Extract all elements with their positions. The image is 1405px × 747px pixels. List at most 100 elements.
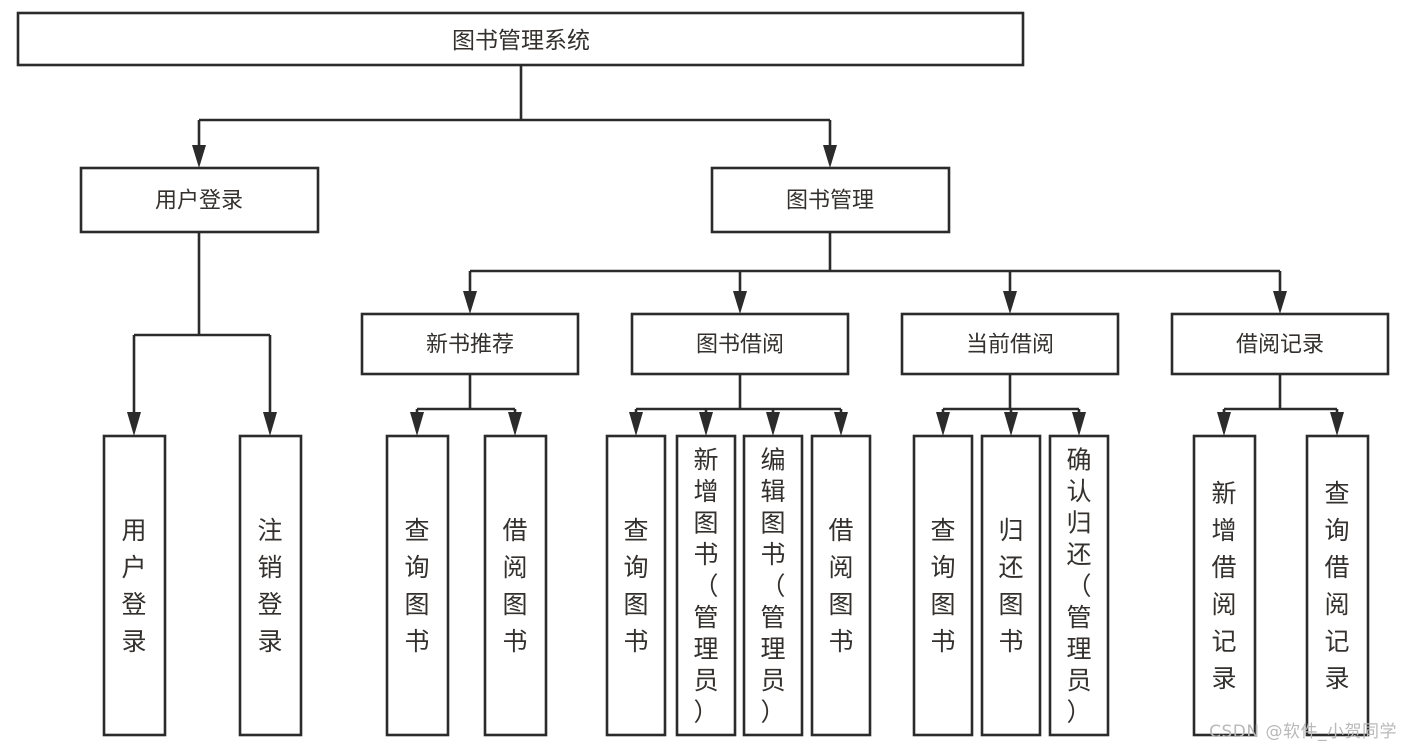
leaf-node-bb-borrow-book-box[interactable]: [810, 434, 872, 737]
leaf-label-char: 注: [257, 516, 282, 545]
leaf-label-char: ）: [760, 698, 785, 727]
leaf-label-char: 查: [930, 516, 955, 545]
leaf-label-char: 借: [1211, 553, 1236, 582]
leaf-node-nb-borrow-book-box[interactable]: [483, 434, 548, 737]
arrow-head-book-borrow: [733, 291, 747, 314]
node-root-system-box[interactable]: [16, 11, 1025, 67]
leaf-label-char: 图: [998, 590, 1023, 619]
node-current-borrow-box[interactable]: [900, 312, 1120, 376]
node-book-manage[interactable]: 图书管理: [710, 166, 951, 234]
leaf-node-cb-query-book-box[interactable]: [912, 434, 974, 737]
leaf-label-char: 员: [1066, 666, 1091, 695]
leaf-label-char: 登: [121, 590, 146, 619]
leaf-label-char: 管: [760, 603, 785, 632]
leaf-label-char: 图: [623, 590, 648, 619]
node-new-book-recommend-box[interactable]: [360, 312, 580, 376]
node-new-book-recommend[interactable]: 新书推荐: [360, 312, 580, 376]
leaf-label-char: 书: [930, 627, 955, 656]
leaf-label-char: 新: [1211, 479, 1236, 508]
leaf-label-char: 图: [828, 590, 853, 619]
leaf-label-char: 户: [121, 553, 146, 582]
connector-layer: [127, 65, 1344, 436]
leaf-label-char: 认: [1066, 477, 1091, 506]
leaf-node-user-login-box[interactable]: [102, 434, 167, 737]
node-book-manage-box[interactable]: [710, 166, 951, 234]
arrow-head-bb-leaf-2: [699, 412, 713, 436]
leaf-node-nb-query-book-box[interactable]: [385, 434, 450, 737]
leaf-label-char: 查: [404, 516, 429, 545]
node-book-borrow[interactable]: 图书借阅: [630, 312, 850, 376]
node-borrow-record-box[interactable]: [1170, 312, 1390, 376]
leaf-label-char: 书: [502, 627, 527, 656]
arrow-head-user-login: [192, 145, 206, 168]
node-book-borrow-box[interactable]: [630, 312, 850, 376]
leaf-label-char: ）: [693, 698, 718, 727]
arrow-head-nb-leaf-1: [410, 412, 424, 436]
leaf-label-char: 还: [998, 553, 1023, 582]
leaf-node-br-add-record-box[interactable]: [1192, 434, 1257, 737]
node-borrow-record[interactable]: 借阅记录: [1170, 312, 1390, 376]
arrow-head-cb-leaf-1: [936, 412, 950, 436]
leaf-label-char: 借: [502, 516, 527, 545]
leaf-label-char: 录: [1211, 664, 1236, 693]
leaf-node-logout-box[interactable]: [238, 434, 303, 737]
leaf-node-cb-return-book-box[interactable]: [980, 434, 1042, 737]
arrow-head-book-manage: [823, 145, 837, 168]
leaf-label-char: （: [760, 572, 785, 601]
leaf-label-char: 书: [828, 627, 853, 656]
arrow-head-bb-leaf-3: [766, 412, 780, 436]
csdn-watermark: CSDN @软件_小贺同学: [1209, 722, 1397, 742]
leaf-label-char: 书: [760, 540, 785, 569]
leaf-label-char: 查: [623, 516, 648, 545]
leaf-label-char: 查: [1324, 479, 1349, 508]
leaf-label-char: 阅: [1324, 590, 1349, 619]
leaf-label-char: 书: [998, 627, 1023, 656]
arrow-head-bb-leaf-4: [834, 412, 848, 436]
leaf-label-char: 新: [693, 445, 718, 474]
leaf-label-char: 还: [1066, 540, 1091, 569]
leaf-label-char: 书: [404, 627, 429, 656]
leaf-node-bb-edit-book-admin-box[interactable]: [742, 434, 804, 737]
leaf-label-char: 借: [828, 516, 853, 545]
node-current-borrow[interactable]: 当前借阅: [900, 312, 1120, 376]
arrow-head-current-borrow: [1003, 291, 1017, 314]
node-user-login[interactable]: 用户登录: [79, 166, 320, 234]
leaf-node-bb-add-book-admin-box[interactable]: [675, 434, 737, 737]
leaf-label-char: 图: [404, 590, 429, 619]
leaf-node-bb-query-book-box[interactable]: [605, 434, 667, 737]
leaf-label-char: （: [1066, 572, 1091, 601]
leaf-label-char: 登: [257, 590, 282, 619]
arrow-head-leaf-logout: [263, 412, 277, 436]
leaf-label-char: 录: [121, 627, 146, 656]
leaf-label-char: 记: [1324, 627, 1349, 656]
node-user-login-box[interactable]: [79, 166, 320, 234]
leaf-node-br-query-record-box[interactable]: [1305, 434, 1370, 737]
leaf-label-char: 阅: [502, 553, 527, 582]
node-root-system[interactable]: 图书管理系统: [16, 11, 1025, 67]
leaf-label-char: 理: [1066, 635, 1091, 664]
leaf-node-user-login[interactable]: 用户登录: [102, 434, 167, 737]
arrow-head-nb-leaf-2: [508, 412, 522, 436]
node-borrow-record-label: 借阅记录: [1236, 333, 1324, 358]
leaf-label-char: 增: [1211, 516, 1236, 545]
leaf-node-cb-confirm-return-admin-box[interactable]: [1048, 434, 1110, 737]
node-current-borrow-label: 当前借阅: [966, 333, 1054, 358]
